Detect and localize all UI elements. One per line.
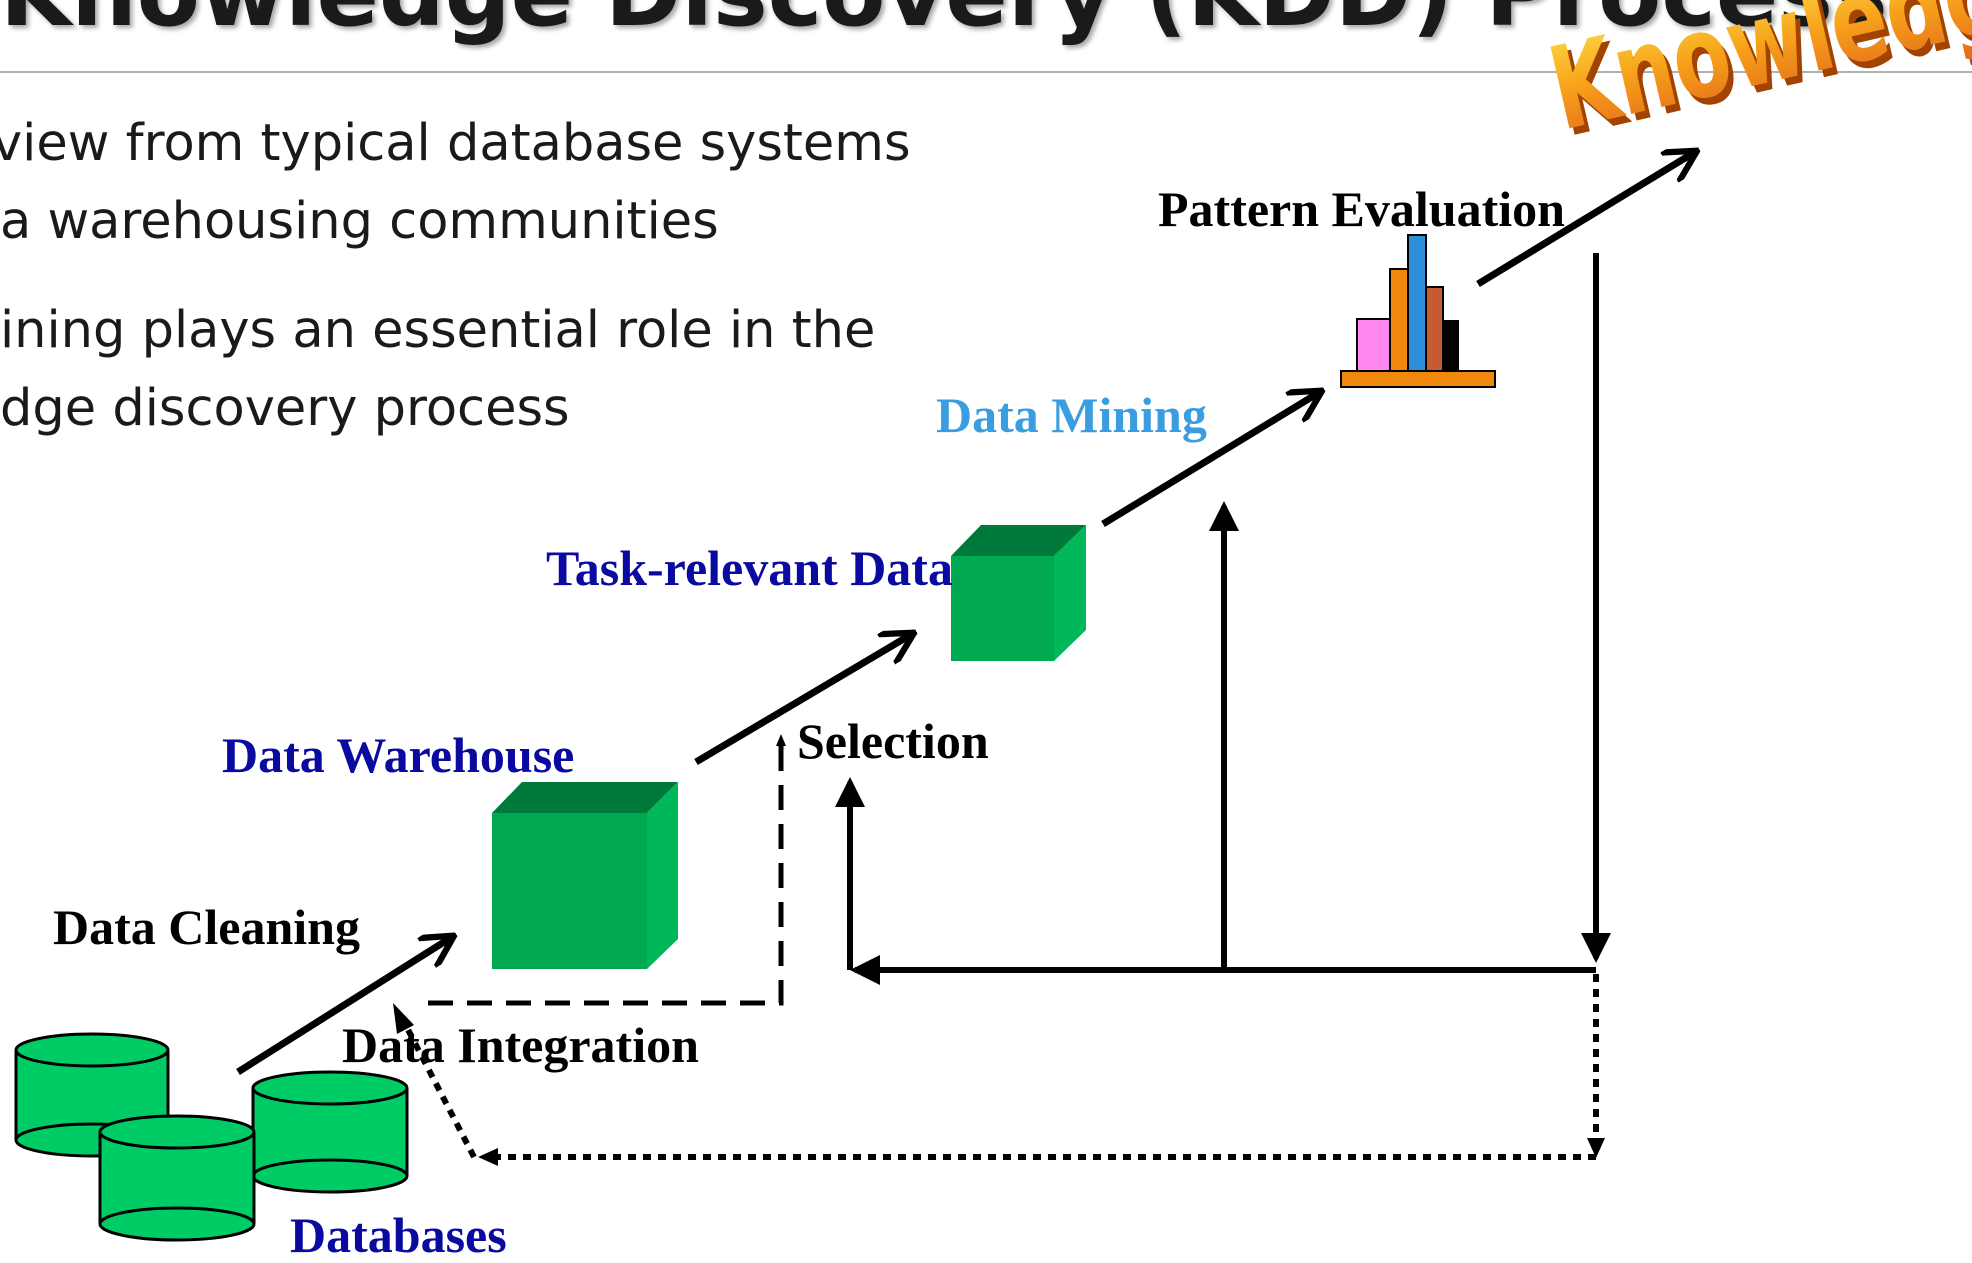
label-pattern-evaluation: Pattern Evaluation (1158, 181, 1565, 237)
label-data-mining: Data Mining (936, 387, 1207, 443)
title-divider (0, 71, 1972, 73)
data-warehouse-cube (492, 782, 678, 969)
pattern-evaluation-chart-icon (1340, 234, 1496, 388)
bullet-line-2: a warehousing communities (0, 192, 719, 251)
dotted-diagonal-line (401, 1020, 477, 1159)
dashed-line-selection-feedback (428, 744, 784, 1006)
arrow-databases-to-warehouse (236, 937, 452, 1075)
label-data-cleaning: Data Cleaning (53, 899, 360, 955)
label-data-integration: Data Integration (342, 1017, 699, 1073)
label-selection: Selection (797, 713, 989, 769)
dotted-diagonal-arrowhead (393, 1003, 414, 1034)
slide-title: Knowledge Discovery (KDD) Process (0, 0, 1972, 40)
label-databases: Databases (290, 1207, 507, 1263)
knowledge-banner-text: Knowledge (1538, 0, 1972, 157)
arrow-task-data-to-pattern (1101, 392, 1320, 527)
bullet-line-4: dge discovery process (0, 379, 570, 438)
knowledge-banner: Knowledge Knowledge (1538, 0, 1972, 163)
bullet-line-3: ining plays an essential role in the (0, 301, 876, 360)
arrow-pattern-to-knowledge (1476, 152, 1695, 287)
task-relevant-data-cube (951, 525, 1086, 661)
database-cylinder-2 (98, 1114, 256, 1242)
arrow-warehouse-to-task-data (694, 634, 912, 766)
label-task-relevant-data: Task-relevant Data (546, 540, 953, 596)
bullet-line-1: view from typical database systems (0, 114, 911, 173)
dashed-arrowhead-up (776, 734, 786, 746)
database-cylinder-3 (251, 1070, 409, 1194)
label-data-warehouse: Data Warehouse (222, 727, 575, 783)
dotted-down-arrowhead (1587, 1138, 1605, 1158)
dotted-left-arrowhead (478, 1148, 498, 1166)
